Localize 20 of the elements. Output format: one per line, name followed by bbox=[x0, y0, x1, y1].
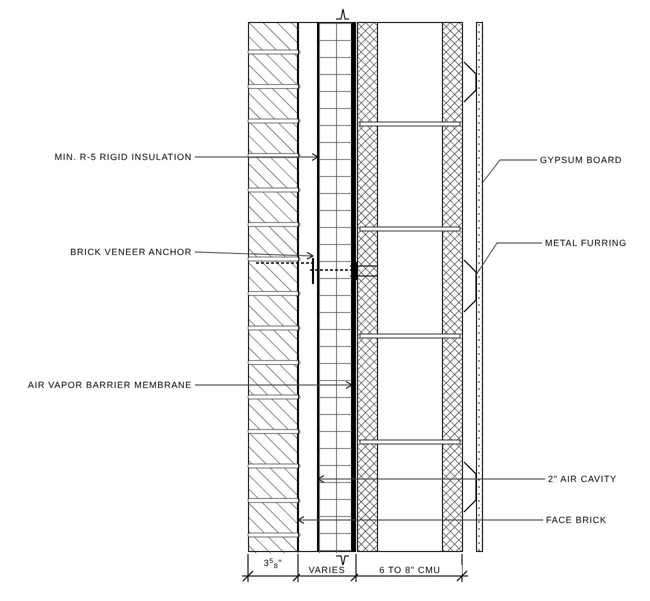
face-brick-wythe bbox=[248, 22, 298, 552]
leader-line bbox=[194, 153, 318, 161]
callout-label: FACE BRICK bbox=[546, 514, 607, 526]
leader-line bbox=[194, 252, 314, 260]
rigid-insulation-layer bbox=[318, 22, 352, 552]
callout-label: METAL FURRING bbox=[545, 237, 627, 249]
callout-label: GYPSUM BOARD bbox=[540, 154, 622, 166]
callout-label: BRICK VENEER ANCHOR bbox=[70, 246, 192, 258]
gypsum-board-layer bbox=[476, 22, 483, 552]
callout-label: 2" AIR CAVITY bbox=[548, 473, 617, 485]
leader-line bbox=[318, 475, 546, 483]
leader-line bbox=[476, 242, 542, 276]
dimension-label: 6 TO 8" CMU bbox=[358, 565, 462, 575]
leader-line bbox=[194, 381, 352, 389]
callout-label: MIN. R-5 RIGID INSULATION bbox=[54, 151, 192, 163]
leader-line bbox=[482, 160, 538, 182]
leader-line bbox=[298, 516, 544, 524]
callout-label: AIR VAPOR BARRIER MEMBRANE bbox=[28, 379, 192, 391]
air-cavity bbox=[298, 22, 318, 552]
vapor-barrier-membrane bbox=[352, 22, 356, 552]
